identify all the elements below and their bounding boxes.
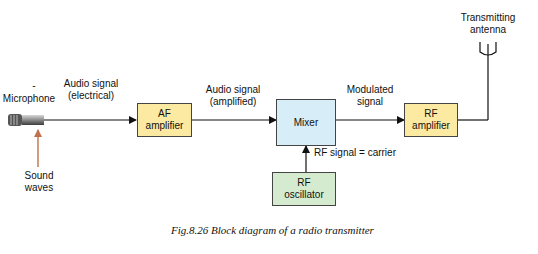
oscillator-box: RF oscillator — [272, 172, 336, 206]
part-name: Transmitting antenna — [456, 12, 520, 36]
signal-name: Audio signal (amplified) — [198, 84, 268, 108]
sound-arrow — [37, 130, 38, 167]
signal-arrow — [192, 119, 276, 120]
antenna-symbol — [458, 42, 496, 120]
mixer-box: Mixer — [276, 99, 336, 146]
part-name: Sound waves — [14, 170, 64, 194]
part-name: Microphone — [1, 93, 57, 105]
box-text: AF amplifier — [142, 108, 187, 132]
audio-wire — [44, 119, 136, 120]
process-box: RF amplifier — [404, 103, 458, 137]
microphone-symbol — [8, 114, 44, 126]
figure-caption: Fig.8.26 Block diagram of a radio transm… — [171, 224, 374, 236]
process-box: AF amplifier — [137, 103, 192, 137]
signal-arrow — [336, 119, 404, 120]
box-text: Mixer — [294, 117, 318, 129]
box-text: RF amplifier — [409, 108, 453, 132]
signal-name: Modulated signal — [340, 84, 400, 108]
box-text: RF oscillator — [277, 177, 331, 201]
polarity-mark: - — [30, 80, 38, 92]
signal-name: Audio signal (electrical) — [60, 78, 122, 102]
signal-arrow — [305, 146, 306, 172]
signal-name: RF signal = carrier — [314, 147, 424, 159]
